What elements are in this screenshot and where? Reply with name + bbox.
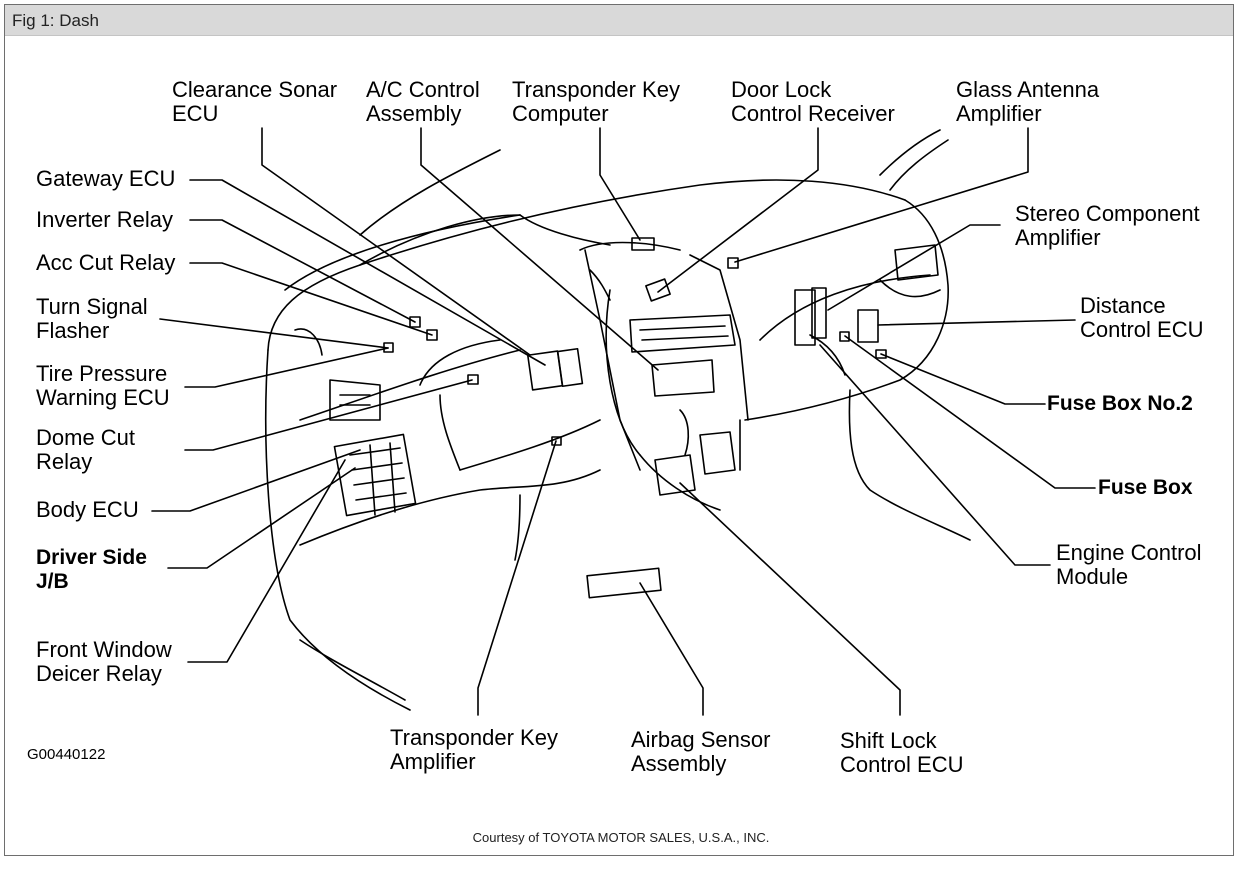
label-distance-control-ecu: Distance Control ECU xyxy=(1080,293,1204,342)
label-acc-cut-relay: Acc Cut Relay xyxy=(36,250,176,275)
label-body-ecu: Body ECU xyxy=(36,497,139,522)
dashboard-outline xyxy=(265,129,971,711)
figure-frame: Fig 1: Dash xyxy=(4,4,1234,856)
label-fuse-box-no2: Fuse Box No.2 xyxy=(1047,392,1193,415)
figure-code: G00440122 xyxy=(27,746,106,763)
label-driver-side-jb: Driver Side J/B xyxy=(36,546,147,593)
label-fuse-box: Fuse Box xyxy=(1098,476,1193,499)
figure-title-bar: Fig 1: Dash xyxy=(5,5,1233,36)
label-door-lock-control-receiver: Door Lock Control Receiver xyxy=(731,77,895,126)
figure-title: Fig 1: Dash xyxy=(12,11,99,30)
label-dome-cut-relay: Dome Cut Relay xyxy=(36,425,136,474)
courtesy-footer: Courtesy of TOYOTA MOTOR SALES, U.S.A., … xyxy=(472,830,770,845)
label-turn-signal-flasher: Turn Signal Flasher xyxy=(36,294,148,343)
label-front-window-deicer-relay: Front Window Deicer Relay xyxy=(36,637,172,686)
label-glass-antenna-amplifier: Glass Antenna Amplifier xyxy=(956,77,1100,126)
label-tire-pressure-warning-ecu: Tire Pressure Warning ECU xyxy=(36,361,170,410)
leader-lines xyxy=(151,127,1096,716)
label-airbag-sensor-assembly: Airbag Sensor Assembly xyxy=(631,727,771,776)
label-engine-control-module: Engine Control Module xyxy=(1056,540,1202,589)
label-stereo-component-amplifier: Stereo Component Amplifier xyxy=(1015,201,1200,250)
label-transponder-key-computer: Transponder Key Computer xyxy=(512,77,680,126)
label-shift-lock-control-ecu: Shift Lock Control ECU xyxy=(840,728,964,777)
label-inverter-relay: Inverter Relay xyxy=(36,207,173,232)
label-ac-control-assembly: A/C Control Assembly xyxy=(366,77,480,126)
label-transponder-key-amplifier: Transponder Key Amplifier xyxy=(390,725,558,774)
component-boxes xyxy=(333,237,887,599)
label-gateway-ecu: Gateway ECU xyxy=(36,166,176,191)
label-clearance-sonar-ecu: Clearance Sonar ECU xyxy=(172,77,338,126)
